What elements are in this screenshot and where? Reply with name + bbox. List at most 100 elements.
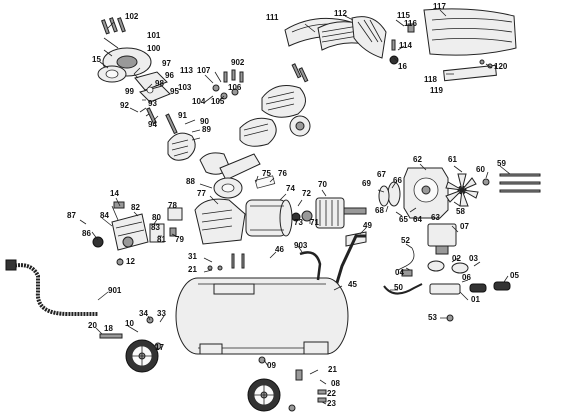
label-03: 03 — [469, 254, 478, 263]
wheel-left — [125, 339, 159, 373]
label-100: 100 — [147, 44, 161, 53]
gauge-03 — [451, 262, 469, 274]
label-83: 83 — [151, 223, 160, 232]
label-76: 76 — [278, 169, 287, 178]
label-73: 73 — [294, 218, 303, 227]
label-90: 90 — [200, 117, 209, 126]
label-92: 92 — [120, 101, 129, 110]
label-91: 91 — [178, 111, 187, 120]
label-99: 99 — [125, 87, 134, 96]
label-17: 17 — [155, 343, 164, 352]
label-20: 20 — [88, 321, 97, 330]
bearing-71 — [301, 210, 313, 222]
label-15: 15 — [92, 55, 101, 64]
label-05: 05 — [510, 271, 519, 280]
label-95: 95 — [170, 87, 179, 96]
air-filter-group — [92, 201, 183, 266]
coupler-05 — [493, 281, 511, 291]
label-82: 82 — [131, 203, 140, 212]
label-81: 81 — [157, 235, 166, 244]
label-114: 114 — [399, 41, 412, 50]
label-93: 93 — [148, 99, 157, 108]
tank-foot-right — [303, 341, 329, 355]
valve-04 — [401, 269, 413, 277]
label-86: 86 — [82, 229, 91, 238]
label-07: 07 — [460, 222, 469, 231]
pressure-switch — [397, 223, 511, 322]
fan-61 — [445, 173, 479, 207]
label-80: 80 — [152, 213, 161, 222]
axle-18 — [99, 333, 123, 339]
label-96: 96 — [165, 71, 174, 80]
label-79: 79 — [175, 235, 184, 244]
gauge-02 — [427, 260, 445, 272]
label-103: 103 — [178, 83, 192, 92]
flange-67 — [378, 185, 390, 207]
manifold-01 — [429, 283, 461, 295]
label-61: 61 — [448, 155, 457, 164]
label-111: 111 — [266, 13, 279, 22]
label-65: 65 — [399, 215, 408, 224]
handle-119 — [443, 64, 497, 82]
label-60: 60 — [476, 165, 485, 174]
label-118: 118 — [424, 75, 437, 84]
label-89: 89 — [202, 125, 211, 134]
label-94: 94 — [148, 120, 157, 129]
part-78 — [167, 207, 183, 221]
label-97: 97 — [162, 59, 171, 68]
coupler-06 — [469, 283, 487, 293]
tank-group — [175, 231, 423, 355]
label-106: 106 — [228, 83, 242, 92]
label-77: 77 — [197, 189, 206, 198]
label-88: 88 — [186, 177, 195, 186]
label-46: 46 — [275, 245, 284, 254]
tank-foot-left — [199, 343, 223, 355]
label-75: 75 — [262, 169, 271, 178]
label-105: 105 — [211, 97, 225, 106]
label-84: 84 — [100, 211, 109, 220]
label-119: 119 — [430, 86, 443, 95]
screw-09 — [258, 356, 266, 364]
hose-fitting — [5, 259, 17, 271]
pipe-50 — [383, 283, 423, 295]
filter-cap-83 — [149, 223, 165, 243]
cylinder-89 — [167, 132, 196, 161]
label-09: 09 — [267, 361, 276, 370]
label-117: 117 — [433, 2, 446, 11]
label-21-lower: 21 — [328, 365, 337, 374]
label-06: 06 — [462, 273, 471, 282]
label-62: 62 — [413, 155, 422, 164]
label-52: 52 — [401, 236, 410, 245]
label-87: 87 — [67, 211, 76, 220]
housing-117 — [423, 8, 517, 56]
pipe-903 — [299, 251, 322, 281]
label-78: 78 — [168, 201, 177, 210]
label-68: 68 — [375, 206, 384, 215]
label-101: 101 — [147, 31, 161, 40]
shaft — [343, 207, 367, 215]
plug-86 — [92, 236, 104, 248]
label-116: 116 — [404, 19, 417, 28]
pipe-52 — [397, 247, 415, 271]
label-34: 34 — [139, 309, 148, 318]
label-901: 901 — [108, 286, 122, 295]
label-71: 71 — [310, 218, 319, 227]
cylinder-head-right — [261, 85, 306, 118]
label-16: 16 — [398, 62, 407, 71]
bolt-59-b — [499, 181, 541, 185]
bolt-31 — [231, 253, 235, 269]
bolt-59-a — [499, 173, 541, 177]
label-115: 115 — [397, 11, 410, 20]
label-22: 22 — [327, 389, 336, 398]
label-98: 98 — [155, 79, 164, 88]
label-64: 64 — [413, 215, 422, 224]
label-107: 107 — [197, 66, 211, 75]
screw-60 — [482, 178, 490, 186]
label-45: 45 — [348, 280, 357, 289]
label-59: 59 — [497, 159, 506, 168]
motor-housing-77 — [194, 198, 246, 245]
fan-assembly — [378, 167, 541, 219]
motor-assembly — [194, 175, 367, 245]
